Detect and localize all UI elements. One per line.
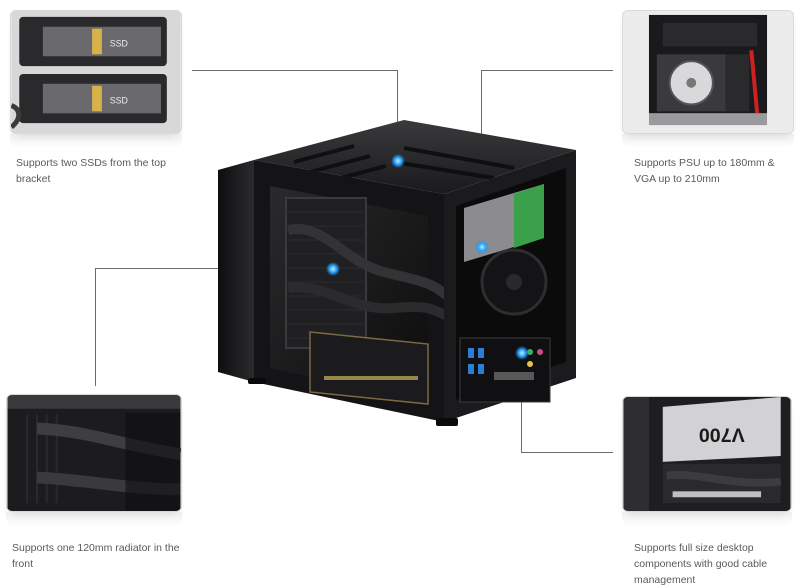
coolant-tube-lower	[287, 282, 456, 323]
case-front-panel	[218, 160, 254, 382]
callout-marker-desktop[interactable]	[515, 346, 529, 360]
ssd-caption: Supports two SSDs from the top bracket	[16, 157, 166, 185]
coolant-tube-upper	[286, 223, 458, 306]
ssd-label-bottom: SSD	[110, 95, 128, 105]
ssd-bracket-image: SSD SSD	[10, 10, 182, 134]
leader-radiator-vertical	[95, 268, 96, 386]
callout-marker-psu[interactable]	[475, 240, 489, 254]
desktop-components-image: V700	[622, 396, 792, 512]
leader-ssd-vertical	[397, 70, 398, 160]
psu-caption: Supports PSU up to 180mm & VGA up to 210…	[634, 157, 775, 185]
leader-desktop-horizontal	[521, 452, 613, 453]
case-top-panel	[254, 120, 576, 194]
radiator-illustration	[7, 395, 181, 511]
ssd-illustration: SSD SSD	[11, 11, 181, 133]
desktop-caption: Supports full size desktop components wi…	[634, 542, 768, 586]
leader-radiator-horizontal	[95, 268, 332, 269]
psu-brand-label: V700	[699, 423, 745, 445]
radiator-image	[6, 394, 182, 512]
graphics-card	[309, 331, 429, 405]
psu-image-reflection	[622, 134, 794, 148]
leader-psu-horizontal	[481, 70, 613, 71]
callout-marker-radiator[interactable]	[326, 262, 340, 276]
psu-illustration	[623, 11, 793, 133]
case-product-image	[214, 112, 600, 432]
radiator-caption: Supports one 120mm radiator in the front	[12, 542, 180, 570]
leader-ssd-horizontal	[192, 70, 398, 71]
ssd-label-top: SSD	[110, 38, 128, 48]
io-panel	[459, 337, 551, 403]
psu-image	[622, 10, 794, 134]
case-illustration	[218, 120, 576, 426]
desktop-illustration: V700	[623, 397, 791, 511]
callout-marker-ssd[interactable]	[391, 154, 405, 168]
desktop-image-reflection	[622, 512, 792, 526]
radiator	[285, 197, 367, 349]
radiator-image-reflection	[6, 512, 182, 526]
ssd-image-reflection	[10, 134, 182, 148]
